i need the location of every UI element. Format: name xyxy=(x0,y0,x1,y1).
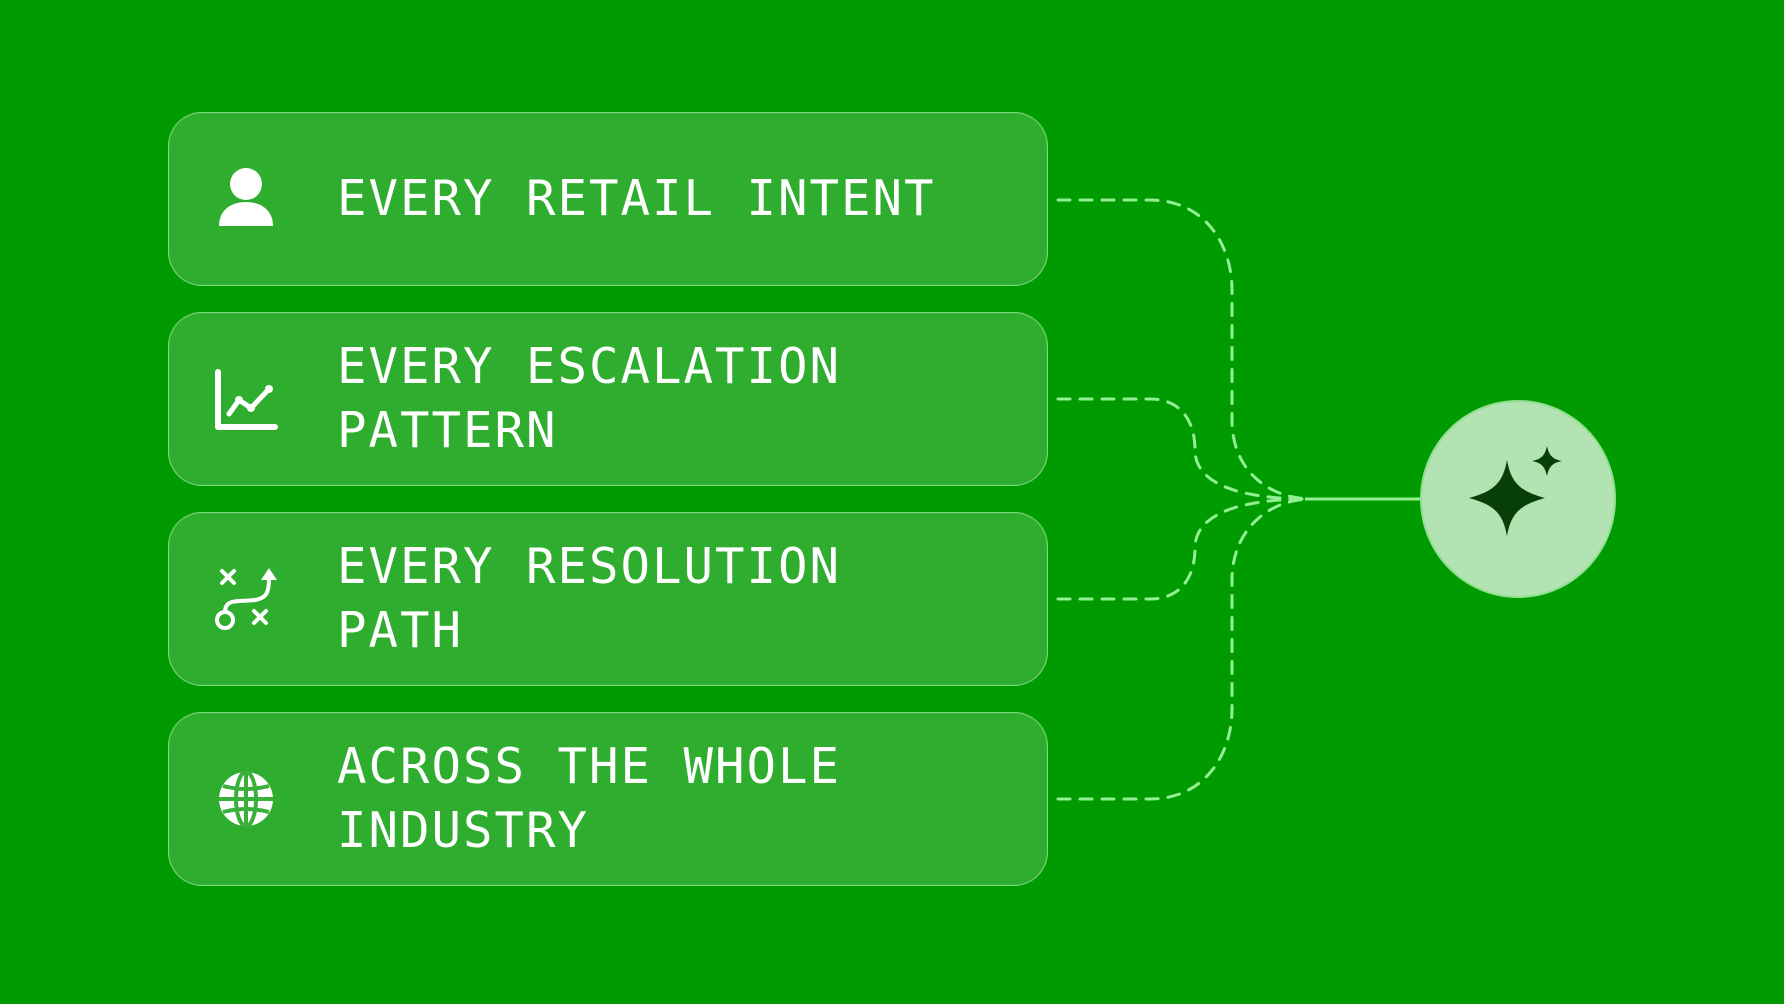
line-chart-icon xyxy=(209,362,283,436)
connector-escalation-pattern xyxy=(1056,397,1312,501)
card-label: EVERY RESOLUTION PATH xyxy=(337,538,842,659)
connector-retail-intent xyxy=(1056,198,1312,501)
card-whole-industry: ACROSS THE WHOLE INDUSTRY xyxy=(168,712,1048,886)
connector-whole-industry xyxy=(1056,497,1312,801)
card-label: ACROSS THE WHOLE INDUSTRY xyxy=(337,738,842,859)
card-label: EVERY RETAIL INTENT xyxy=(337,170,936,227)
connector-resolution-path xyxy=(1056,497,1312,601)
globe-icon xyxy=(209,762,283,836)
person-icon xyxy=(209,162,283,236)
card-escalation-pattern: EVERY ESCALATION PATTERN xyxy=(168,312,1048,486)
card-retail-intent: EVERY RETAIL INTENT xyxy=(168,112,1048,286)
card-resolution-path: EVERY RESOLUTION PATH xyxy=(168,512,1048,686)
route-path-icon xyxy=(209,562,283,636)
ai-target-circle xyxy=(1420,400,1616,598)
sparkle-icon xyxy=(1463,442,1573,556)
card-label: EVERY ESCALATION PATTERN xyxy=(337,338,842,459)
